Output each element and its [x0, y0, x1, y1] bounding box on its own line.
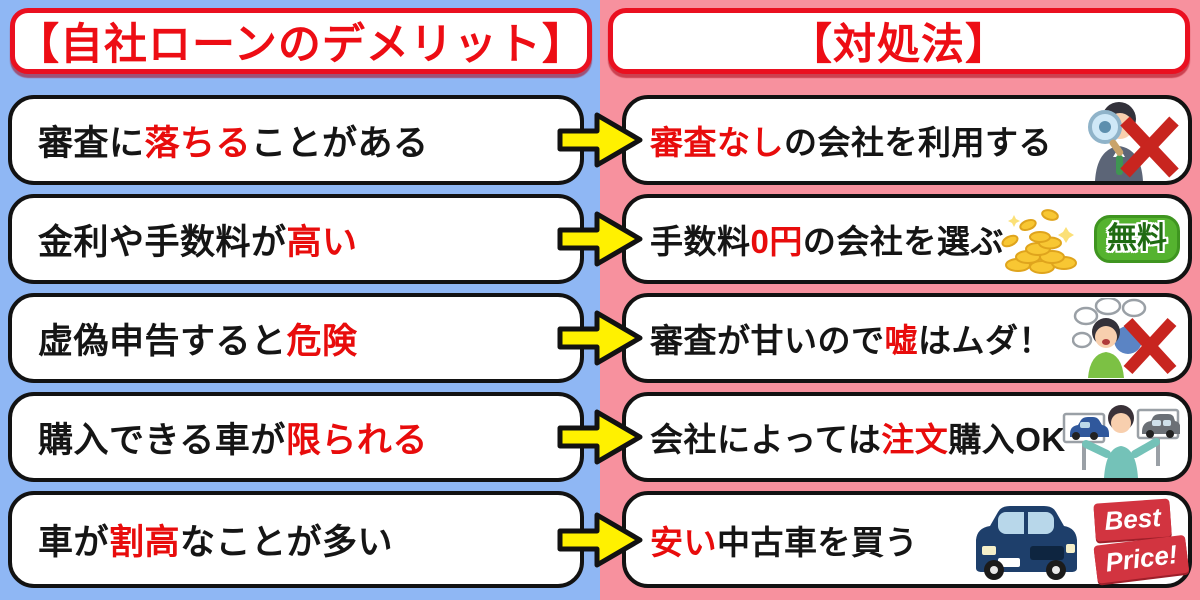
- text-segment: 審査に: [38, 123, 145, 163]
- arrow-right-icon: [557, 512, 643, 567]
- text-segment-emphasis: 危険: [286, 321, 358, 361]
- solution-text: 会社によっては注文購入OK: [650, 413, 1066, 461]
- blue-car-icon: [975, 505, 1077, 580]
- text-segment: はムダ！: [918, 322, 1052, 359]
- text-segment: 購入OK: [948, 421, 1066, 458]
- text-segment-emphasis: 落ちる: [144, 123, 252, 163]
- row-illustration: [1072, 298, 1180, 378]
- text-segment: 会社によっては: [650, 421, 882, 458]
- text-segment: 金利や手数料が: [38, 222, 287, 262]
- solution-text: 手数料0円の会社を選ぶ: [650, 215, 1004, 263]
- demerit-box: 購入できる車が限られる: [8, 392, 584, 482]
- magnifier-inspector-reject-icon: [1088, 102, 1179, 181]
- solution-box: 審査が甘いので嘘はムダ！: [622, 293, 1192, 383]
- demerit-text: 審査に落ちることがある: [38, 115, 429, 166]
- text-segment: 手数料: [650, 223, 751, 260]
- comparison-row: 金利や手数料が高い 手数料0円の会社を選ぶ: [0, 194, 1200, 284]
- comparison-row: 審査に落ちることがある 審査なしの会社を利用する: [0, 95, 1200, 185]
- text-segment-emphasis: 注文: [881, 421, 949, 458]
- solution-box: 会社によっては注文購入OK: [622, 392, 1192, 482]
- solution-text: 安い中古車を買う: [650, 516, 918, 564]
- demerit-header-title: 【自社ローンのデメリット】: [16, 21, 586, 69]
- demerit-text: 購入できる車が限られる: [38, 412, 428, 463]
- demerit-box: 金利や手数料が高い: [8, 194, 584, 284]
- arrow-right-icon: [557, 112, 643, 168]
- best-price-badge: Best Price!: [1085, 497, 1190, 584]
- text-segment-emphasis: 審査なし: [650, 124, 784, 161]
- best-price-badge-line1: Best: [1093, 497, 1172, 542]
- solution-box: 手数料0円の会社を選ぶ 無料: [622, 194, 1192, 284]
- text-segment-emphasis: 高い: [286, 222, 358, 262]
- text-segment: 中古車を買う: [717, 523, 918, 561]
- text-segment: 購入できる車が: [38, 420, 286, 460]
- text-segment-emphasis: 安い: [650, 523, 717, 561]
- text-segment: 虚偽申告すると: [38, 321, 287, 361]
- demerit-text: 虚偽申告すると危険: [38, 313, 358, 364]
- text-segment: ことがある: [251, 123, 429, 163]
- text-segment-emphasis: 限られる: [285, 420, 428, 460]
- solution-text: 審査が甘いので嘘はムダ！: [650, 314, 1052, 362]
- row-illustration: [1062, 396, 1180, 478]
- row-illustration: [1075, 99, 1180, 181]
- comparison-row: 購入できる車が限られる 会社によっては注文購入OK: [0, 392, 1200, 482]
- demerit-box: 審査に落ちることがある: [8, 95, 584, 185]
- text-segment-emphasis: 嘘: [884, 322, 918, 359]
- solution-text: 審査なしの会社を利用する: [650, 116, 1052, 164]
- solution-box: 安い中古車を買う Best Price!: [622, 491, 1192, 588]
- solution-box: 審査なしの会社を利用する: [622, 95, 1192, 185]
- text-segment: の会社を選ぶ: [802, 223, 1004, 260]
- demerit-text: 車が割高なことが多い: [38, 514, 393, 565]
- text-segment: 車が: [38, 523, 110, 562]
- person-holding-car-signs-icon: [1062, 405, 1180, 478]
- demerit-box: 車が割高なことが多い: [8, 491, 584, 588]
- demerit-header: 【自社ローンのデメリット】: [10, 8, 592, 74]
- demerit-text: 金利や手数料が高い: [38, 214, 358, 265]
- text-segment-emphasis: 0円: [750, 223, 803, 260]
- comparison-row: 虚偽申告すると危険 審査が甘いので嘘はムダ！: [0, 293, 1200, 383]
- arrow-right-icon: [557, 211, 643, 267]
- solution-header: 【対処法】: [608, 8, 1190, 74]
- free-badge: 無料: [1094, 215, 1180, 263]
- text-segment: 審査が甘いので: [650, 322, 885, 359]
- text-segment: なことが多い: [180, 523, 394, 562]
- comparison-row: 車が割高なことが多い 安い中古車を買う Best Price!: [0, 491, 1200, 588]
- arrow-right-icon: [557, 409, 643, 465]
- demerit-box: 虚偽申告すると危険: [8, 293, 584, 383]
- liar-speech-bubbles-reject-icon: [1072, 298, 1177, 378]
- best-price-badge-line2: Price!: [1093, 534, 1190, 584]
- gold-coins-icon: [1001, 209, 1077, 274]
- arrow-right-icon: [557, 310, 643, 366]
- text-segment-emphasis: 割高: [109, 523, 181, 562]
- solution-header-title: 【対処法】: [789, 21, 1009, 69]
- row-illustration: 無料: [998, 203, 1180, 275]
- text-segment: の会社を利用する: [784, 124, 1052, 161]
- row-illustration: Best Price!: [968, 497, 1190, 584]
